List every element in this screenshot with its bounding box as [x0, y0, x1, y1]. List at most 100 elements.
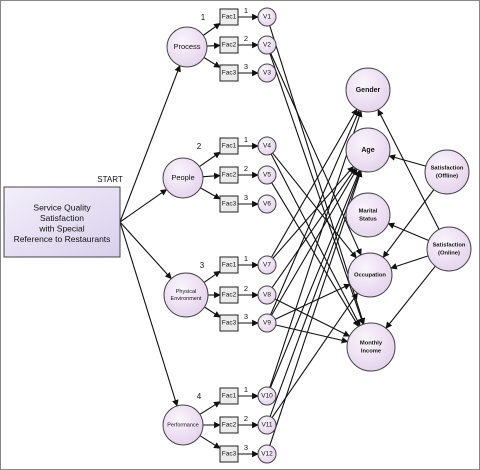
factor-weight: 3 — [244, 443, 248, 452]
edge-dim-factor-1 — [206, 42, 221, 50]
edge-var-demo-15 — [269, 169, 361, 388]
factor-weight: 2 — [244, 164, 248, 173]
factor-label: Fac2 — [222, 42, 237, 49]
dimension-label-process: Process — [173, 42, 200, 51]
factor-box — [219, 445, 239, 463]
factor-box — [219, 387, 239, 405]
start-box-text: Reference to Restaurants — [14, 234, 111, 244]
edge-dim-factor-4 — [202, 172, 221, 180]
satisfaction-node-offline — [424, 149, 470, 195]
variable-node — [257, 194, 277, 214]
edge-dim-factor-8 — [204, 306, 221, 318]
edge-var-demo-5 — [271, 182, 360, 328]
edge-dim-factor-0 — [202, 22, 221, 36]
factor-box — [219, 314, 239, 332]
factor-weight: 3 — [244, 312, 248, 321]
factor-box — [219, 416, 239, 434]
factor-box — [219, 137, 239, 155]
factor-box — [219, 36, 239, 54]
factor-weight: 2 — [244, 414, 248, 423]
demographic-label-income: Income — [361, 349, 382, 355]
variable-label: V5 — [263, 172, 271, 179]
variable-node — [257, 136, 277, 156]
variable-label: V9 — [263, 320, 271, 327]
demographic-node-marital — [345, 192, 391, 238]
dimension-label-performance: Performance — [167, 422, 199, 428]
variable-label: V4 — [263, 143, 271, 150]
nodes-layer — [3, 7, 472, 464]
dimension-node-people — [162, 157, 204, 199]
variable-node — [257, 255, 277, 275]
satisfaction-label-online: Satisfaction — [433, 243, 466, 249]
variable-node — [257, 313, 277, 333]
start-box-text: Service Quality — [33, 203, 91, 213]
edge-sat-demo-0 — [388, 154, 426, 167]
factor-label: Fac1 — [222, 14, 237, 21]
edge-var-demo-16 — [269, 170, 362, 417]
demographic-node-income — [346, 322, 396, 372]
factor-weight: 1 — [244, 6, 248, 15]
edge-var-demo-8 — [271, 167, 356, 288]
factor-box — [219, 64, 239, 82]
satisfaction-label-offline: Satisfaction — [431, 166, 464, 172]
factor-weight: 3 — [244, 193, 248, 202]
edge-var-demo-11 — [271, 168, 358, 316]
factor-label: Fac1 — [222, 262, 237, 269]
edge-var-demo-10 — [270, 109, 360, 315]
edge-dim-factor-5 — [200, 187, 221, 200]
factor-box — [219, 256, 239, 274]
satisfaction-label-online: (Online) — [438, 251, 460, 257]
edge-sat-demo-2 — [377, 109, 440, 230]
demographic-label-gender: Gender — [356, 87, 381, 94]
satisfaction-node-online — [426, 226, 472, 272]
variable-label: V8 — [263, 292, 271, 299]
factor-weight: 2 — [244, 34, 248, 43]
edge-start-dim-2 — [119, 221, 172, 280]
factor-weight: 2 — [244, 284, 248, 293]
edge-sat-demo-3 — [387, 222, 429, 241]
factor-label: Fac1 — [222, 393, 237, 400]
variable-node — [257, 386, 277, 406]
edge-var-demo-4 — [272, 152, 357, 259]
variable-label: V12 — [261, 451, 273, 458]
factor-weight: 3 — [244, 62, 248, 71]
edge-sat-demo-5 — [385, 265, 436, 329]
dimension-node-physical — [163, 272, 209, 318]
variable-label: V10 — [261, 393, 273, 400]
dimension-weight-performance: 4 — [197, 392, 202, 401]
edge-var-demo-13 — [275, 324, 349, 344]
dimension-weight-process: 1 — [201, 13, 206, 22]
variable-node — [257, 285, 277, 305]
dimension-label-people: People — [171, 173, 194, 182]
factor-weight: 1 — [244, 135, 248, 144]
factor-box — [219, 8, 239, 26]
factor-box — [219, 195, 239, 213]
variable-node — [257, 7, 277, 27]
edge-dim-factor-3 — [199, 151, 221, 168]
demographic-label-age: Age — [361, 147, 374, 154]
dimension-node-process — [166, 26, 208, 68]
edges-layer — [119, 13, 440, 458]
demographic-node-gender — [345, 67, 391, 113]
factor-label: Fac3 — [222, 451, 237, 458]
satisfaction-label-offline: (Offline) — [436, 174, 458, 180]
edge-var-demo-14 — [269, 110, 363, 388]
edge-var-demo-7 — [272, 166, 354, 259]
variable-label: V6 — [263, 201, 271, 208]
variable-label: V3 — [263, 70, 271, 77]
factor-label: Fac2 — [222, 172, 237, 179]
start-box — [3, 186, 121, 258]
variable-label: V7 — [263, 262, 271, 269]
dimension-weight-physical: 3 — [200, 261, 205, 270]
edge-var-demo-1 — [270, 52, 362, 256]
start-box-text: Satisfaction — [40, 213, 84, 223]
edge-sat-demo-1 — [382, 189, 435, 258]
demographic-label-occupation: Occupation — [354, 273, 386, 279]
demographic-label-marital: Marital — [359, 209, 378, 215]
dimension-label-physical: Physical — [176, 289, 196, 295]
factor-weight: 1 — [244, 385, 248, 394]
variable-label: V11 — [261, 422, 272, 429]
start-box-text: with Special — [38, 224, 84, 234]
demographic-label-marital: Status — [359, 217, 377, 223]
